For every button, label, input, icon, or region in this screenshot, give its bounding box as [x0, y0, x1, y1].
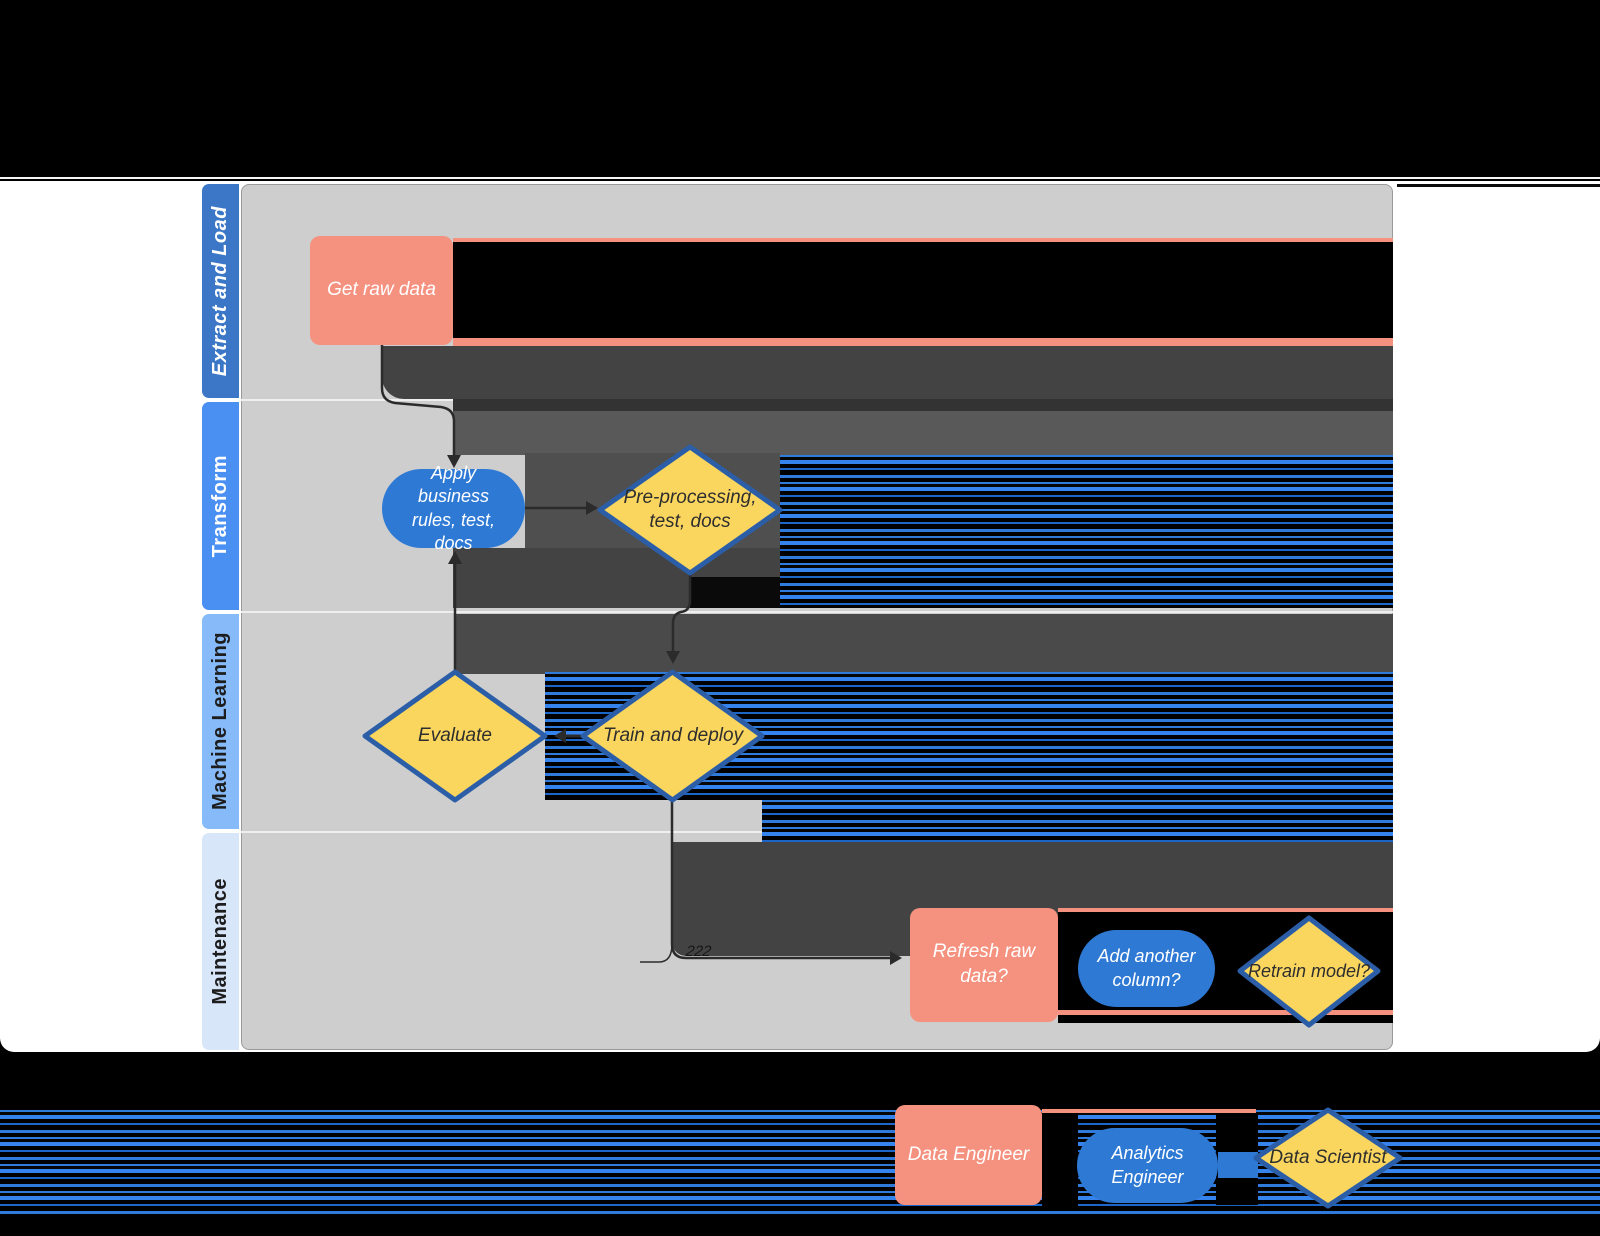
node-add-another-column[interactable]: Add another column? [1078, 930, 1215, 1007]
legend-analytics-engineer-label: Analytics Engineer [1111, 1143, 1184, 1187]
arrowhead-right-preprocessing [586, 501, 598, 515]
artifact-salmon-stripe-top [453, 238, 1393, 242]
diamond-evaluate-label: Evaluate [418, 725, 492, 747]
lane-separator-2 [241, 611, 1393, 613]
glitch-mid-transform [453, 411, 1393, 455]
artifact-blue-legend-band [1218, 1152, 1258, 1178]
legend-stadium-analytics-engineer[interactable]: Analytics Engineer [1077, 1128, 1218, 1203]
glitch-black-extract-row [453, 242, 1393, 338]
card-top-highlight [0, 177, 1600, 179]
glitch-dark-transform-top [453, 399, 1393, 411]
glitch-dark-extract-bottom [382, 346, 1393, 399]
stripes-transform-right [780, 455, 1393, 608]
node-apply-business-rules[interactable]: Apply business rules, test, docs [382, 463, 525, 553]
connector-label: 222 [684, 943, 713, 960]
node-get-raw-data-label: Get raw data [327, 279, 436, 301]
connector-glitch-echo [640, 943, 673, 963]
diamond-pre-processing-label: Pre-processing, test, docs [623, 487, 757, 532]
arrowhead-up-apply [448, 551, 462, 564]
node-refresh-raw-data[interactable]: Refresh raw data? [910, 908, 1058, 1022]
stripes-ml-bottom [762, 800, 1393, 842]
node-get-raw-data[interactable]: Get raw data [310, 236, 453, 345]
glitch-black-legend-gap-1 [1042, 1109, 1078, 1207]
legend-diamond-data-scientist[interactable] [1253, 1107, 1403, 1209]
arrowhead-down-apply [447, 455, 461, 468]
diamond-retrain-model-label: Retrain model? [1247, 960, 1371, 981]
artifact-salmon-maintenance-top [1058, 908, 1393, 912]
connector-train-to-evaluate[interactable] [554, 729, 583, 743]
connector-get-raw-to-apply[interactable] [380, 345, 461, 468]
connector-train-to-refresh[interactable] [640, 800, 902, 965]
connector-evaluate-to-apply[interactable] [448, 551, 462, 672]
arrowhead-right-refresh [890, 951, 902, 965]
node-apply-business-rules-label: Apply business rules, test, docs [411, 462, 496, 553]
diamond-retrain-model[interactable] [1237, 915, 1381, 1028]
diamond-train-and-deploy-label: Train and deploy [602, 725, 744, 747]
lane-bar-transform[interactable]: Transform [202, 402, 239, 610]
diamond-pre-processing[interactable] [597, 444, 783, 576]
connector-preprocessing-to-train[interactable] [666, 573, 692, 664]
lane-bar-extract-and-load[interactable]: Extract and Load [202, 184, 239, 398]
arrowhead-down-train [666, 651, 680, 664]
glitch-dark-ml-top [455, 614, 1393, 674]
legend-data-engineer-label: Data Engineer [907, 1143, 1030, 1165]
arrowhead-left-evaluate [554, 729, 566, 743]
node-refresh-raw-data-label: Refresh raw data? [932, 941, 1036, 987]
artifact-salmon-stripe-bottom [453, 338, 1393, 346]
diamond-train-and-deploy[interactable] [580, 669, 765, 803]
lane-bar-maintenance[interactable]: Maintenance [202, 833, 239, 1050]
legend-box-data-engineer[interactable]: Data Engineer [895, 1105, 1042, 1205]
connector-apply-to-preprocessing[interactable] [525, 501, 598, 515]
lane-bar-machine-learning[interactable]: Machine Learning [202, 614, 239, 829]
artifact-salmon-maintenance-bottom [1058, 1010, 1393, 1015]
artifact-salmon-legend-line [1042, 1109, 1256, 1113]
card-top-hairline [1397, 184, 1600, 187]
node-add-another-column-label: Add another column? [1097, 946, 1196, 990]
legend-data-scientist-label: Data Scientist [1269, 1147, 1387, 1169]
glitch-black-transform-bottom [690, 577, 780, 608]
diamond-evaluate[interactable] [362, 669, 548, 803]
